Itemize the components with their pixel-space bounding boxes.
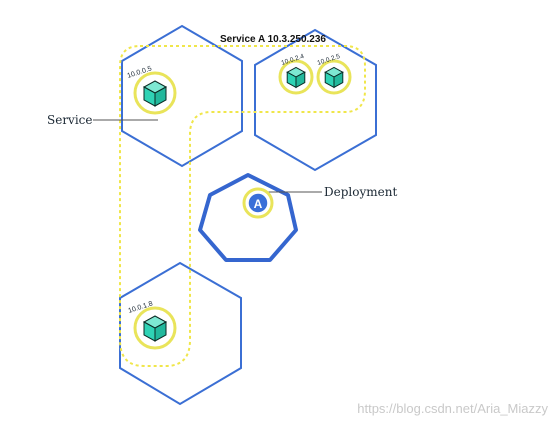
service-boundary	[119, 45, 366, 367]
watermark: https://blog.csdn.net/Aria_Miazzy	[357, 401, 548, 416]
node-hexagon-1	[121, 24, 243, 168]
cube-icon	[142, 315, 168, 342]
node-hexagon-2	[254, 28, 377, 172]
deployment-callout-label: Deployment	[324, 185, 397, 199]
deployment-symbol: A	[254, 197, 263, 211]
pod-4: 10.0.1.8	[127, 300, 177, 350]
pod-2: 10.0.2.4	[278, 53, 314, 95]
service-callout-label: Service	[47, 113, 93, 127]
cube-icon	[286, 66, 306, 89]
pod-3: 10.0.2.5	[316, 53, 352, 95]
pod-1: 10.0.0.5	[126, 65, 177, 115]
cube-icon	[324, 66, 344, 89]
deployment-heptagon	[198, 173, 298, 262]
cube-icon	[142, 80, 168, 107]
deployment-icon: A	[242, 187, 274, 219]
node-hexagon-3	[119, 261, 242, 406]
service-title: Service A 10.3.250.236	[220, 34, 326, 45]
